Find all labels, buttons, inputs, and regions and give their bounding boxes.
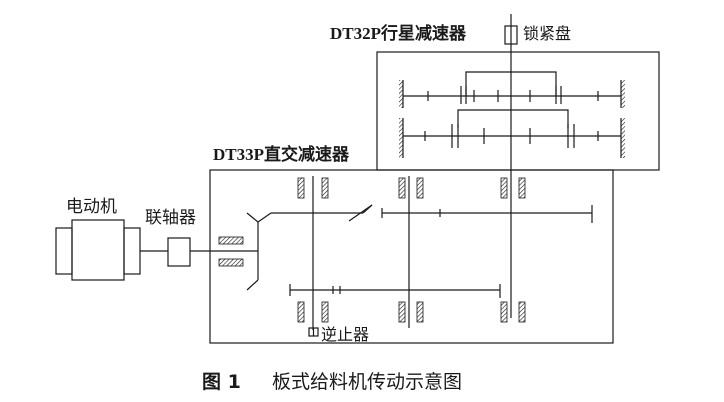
input-bearings [218, 236, 244, 267]
motor-label: 电动机 [66, 197, 117, 217]
bearings-bottom [297, 301, 526, 323]
planetary-stage-1 [403, 71, 621, 104]
planetary-stage-2 [403, 109, 621, 148]
backstop [308, 327, 319, 337]
figure-title: 板式给料机传动示意图 [272, 371, 462, 393]
right-angle-reducer-label: DT33P直交减速器 [213, 144, 350, 164]
bearings-top [297, 177, 526, 199]
planetary-ring-gear-right [620, 80, 625, 158]
motor [55, 219, 168, 281]
coupling [167, 237, 210, 267]
backstop-label: 逆止器 [321, 325, 369, 344]
figure-number: 图 1 [202, 371, 241, 393]
intermediate-shaft-lower [289, 284, 501, 298]
bevel-gear-input [210, 204, 373, 291]
planetary-reducer-label: DT32P行星减速器 [330, 23, 467, 43]
planetary-ring-gear-left [399, 80, 404, 158]
intermediate-shaft-upper [381, 205, 593, 223]
coupling-label: 联轴器 [145, 208, 196, 228]
right-angle-reducer-housing [209, 169, 614, 344]
planetary-reducer-housing [376, 51, 660, 171]
lock-disc-label: 锁紧盘 [523, 24, 571, 43]
